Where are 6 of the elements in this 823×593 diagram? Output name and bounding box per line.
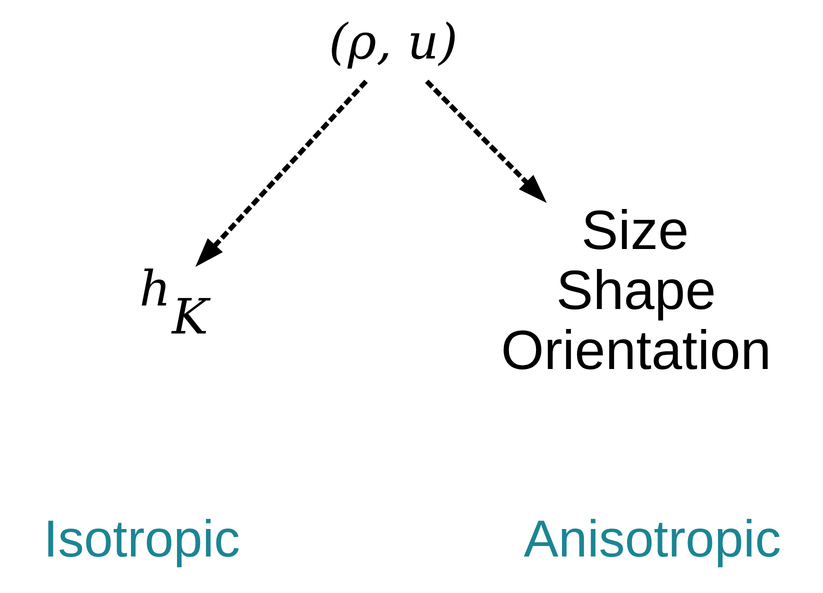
arrow	[424, 80, 546, 203]
arrow	[194, 80, 368, 267]
label: Isotropic	[43, 510, 240, 569]
node-text: Size Shape Orientation	[500, 198, 771, 382]
node-text: (ρ, u)	[328, 14, 458, 70]
label: Anisotropic	[523, 510, 780, 569]
